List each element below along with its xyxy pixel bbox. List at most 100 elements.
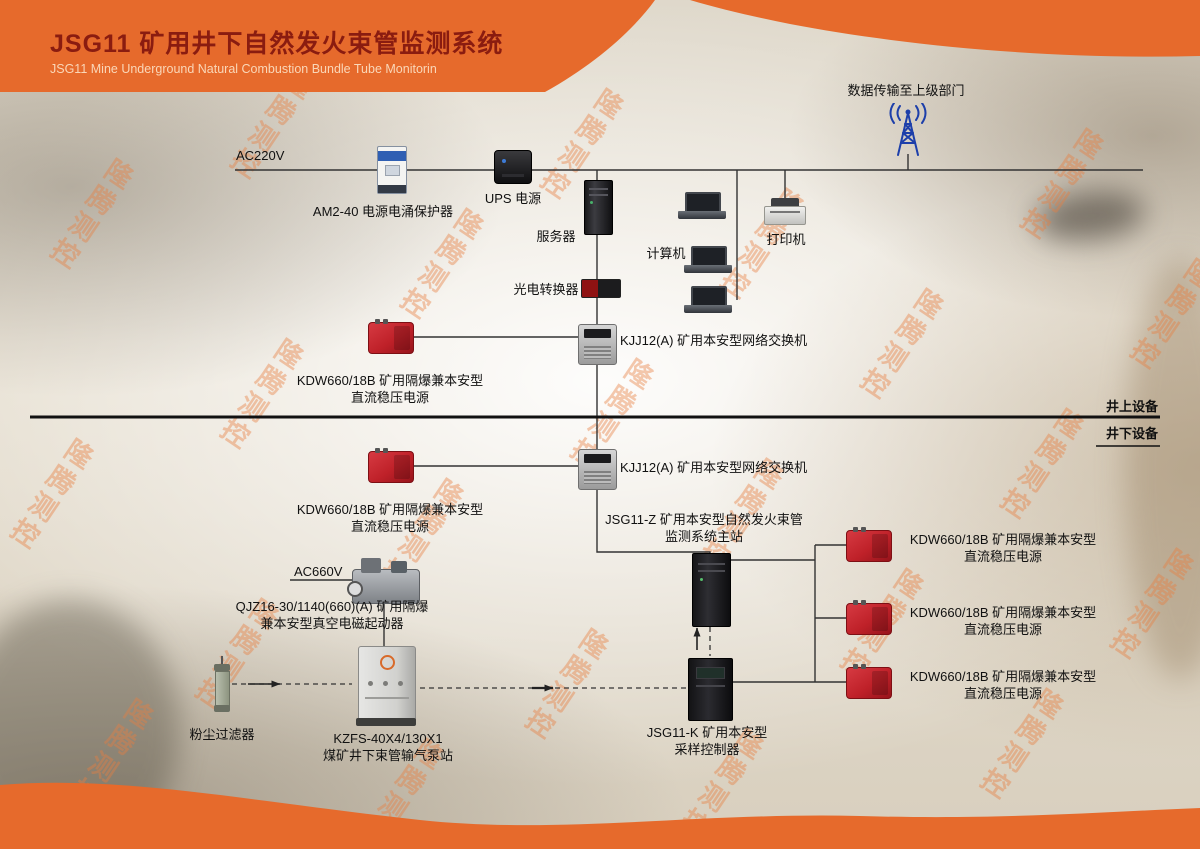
dust-filter-label: 粉尘过滤器: [189, 727, 255, 742]
kdw-underground-label: KDW660/18B 矿用隔爆兼本安型 直流稳压电源: [297, 501, 483, 535]
server-led: [590, 201, 593, 204]
kdw-power-supply-right-2: [846, 600, 892, 635]
pump-panel-line: [365, 697, 409, 699]
pump-dial: [368, 681, 373, 686]
ups-label: UPS 电源: [484, 191, 542, 206]
kdw-right1-label-line1: KDW660/18B 矿用隔爆兼本安型: [909, 532, 1097, 547]
main-station-label-line2: 监测系统主站: [664, 529, 744, 544]
page-title: JSG11 矿用井下自然发火束管监测系统: [50, 30, 504, 58]
kdw-panel: [394, 326, 410, 350]
switch-underground-label: KJJ12(A) 矿用本安型网络交换机: [620, 460, 808, 475]
main-station-device: [692, 553, 731, 627]
kdw-terminal: [853, 664, 858, 669]
kdw-terminal: [375, 448, 380, 453]
filter-cap-top: [214, 664, 230, 671]
kdw-power-supply-right-3: [846, 664, 892, 699]
starter-label-line1: QJZ16-30/1140(660)(A) 矿用隔爆: [235, 599, 429, 614]
kdw-right2-label-line2: 直流稳压电源: [963, 622, 1042, 637]
sampling-controller-device: [688, 658, 733, 721]
kdw-terminal: [375, 319, 380, 324]
sampler-screen: [696, 667, 725, 679]
kdw-terminal: [383, 319, 388, 324]
computer-label: 计算机: [646, 246, 686, 261]
station-panel-line: [698, 563, 725, 565]
computer-laptop-3: [684, 286, 732, 313]
kdw-right2-label: KDW660/18B 矿用隔爆兼本安型 直流稳压电源: [910, 604, 1096, 638]
kdw-terminal: [861, 527, 866, 532]
network-switch-surface-device: [578, 324, 617, 365]
ac220v-label: AC220V: [236, 148, 285, 163]
sampler-panel-line: [696, 685, 725, 687]
optical-converter-device: [581, 279, 621, 298]
kdw-right1-label-line2: 直流稳压电源: [963, 549, 1042, 564]
surge-base: [378, 185, 406, 193]
zone-underground-label: 井下设备: [1105, 426, 1158, 441]
pump-label-line2: 煤矿井下束管输气泵站: [322, 748, 454, 763]
sampler-label-line2: 采样控制器: [674, 742, 740, 757]
filter-stem: [221, 656, 223, 665]
surge-blue-band: [378, 151, 406, 161]
kdw-right3-label: KDW660/18B 矿用隔爆兼本安型 直流稳压电源: [910, 668, 1096, 702]
ups-device: [494, 150, 532, 184]
server-vent: [589, 194, 608, 196]
starter-label: QJZ16-30/1140(660)(A) 矿用隔爆 兼本安型真空电磁起动器: [236, 598, 429, 632]
laptop-keyboard: [684, 265, 732, 273]
sampler-label: JSG11-K 矿用本安型 采样控制器: [647, 724, 767, 758]
main-station-label: JSG11-Z 矿用本安型自然发火束管 监测系统主站: [605, 511, 803, 545]
computer-laptop-1: [678, 192, 726, 219]
ups-slot: [502, 174, 524, 177]
kdw-surface-label-line1: KDW660/18B 矿用隔爆兼本安型: [296, 373, 484, 388]
switch-grille: [584, 471, 611, 484]
kdw-panel: [872, 607, 888, 631]
filter-cap-bottom: [214, 705, 230, 712]
pump-base: [356, 718, 416, 726]
kdw-right2-label-line1: KDW660/18B 矿用隔爆兼本安型: [909, 605, 1097, 620]
kdw-terminal: [383, 448, 388, 453]
pump-dial: [398, 681, 403, 686]
starter-wheel: [347, 581, 363, 597]
page-subtitle: JSG11 Mine Underground Natural Combustio…: [50, 62, 437, 76]
antenna-icon: [889, 103, 927, 156]
kdw-power-supply-underground: [368, 448, 414, 483]
laptop-keyboard: [684, 305, 732, 313]
surge-protector-device: [377, 146, 407, 194]
zone-surface-label: 井上设备: [1105, 399, 1158, 414]
kdw-terminal: [853, 527, 858, 532]
server-vent: [589, 188, 608, 190]
kdw-power-supply-right-1: [846, 527, 892, 562]
surge-protector-label: AM2-40 电源电涌保护器: [312, 204, 454, 219]
uplink-label: 数据传输至上级部门: [847, 83, 965, 98]
starter-top-box: [391, 561, 407, 573]
kdw-surface-label-line2: 直流稳压电源: [350, 390, 429, 405]
server-tower-device: [584, 180, 613, 235]
printer-lid: [771, 198, 799, 207]
switch-display: [584, 454, 611, 463]
kdw-terminal: [861, 600, 866, 605]
server-label: 服务器: [536, 229, 576, 244]
kdw-right1-label: KDW660/18B 矿用隔爆兼本安型 直流稳压电源: [910, 531, 1096, 565]
kdw-underground-label-line2: 直流稳压电源: [350, 519, 429, 534]
station-panel-line: [698, 570, 725, 572]
kdw-right3-label-line2: 直流稳压电源: [963, 686, 1042, 701]
starter-label-line2: 兼本安型真空电磁起动器: [260, 616, 404, 631]
printer-body: [764, 206, 806, 225]
pump-dial: [383, 681, 388, 686]
printer-label: 打印机: [766, 232, 806, 247]
kdw-surface-label: KDW660/18B 矿用隔爆兼本安型 直流稳压电源: [297, 372, 483, 406]
starter-top-box: [361, 558, 381, 573]
switch-surface-label: KJJ12(A) 矿用本安型网络交换机: [620, 333, 808, 348]
printer-device: [764, 198, 806, 226]
kdw-terminal: [853, 600, 858, 605]
switch-grille: [584, 346, 611, 359]
pump-label: KZFS-40X4/130X1 煤矿井下束管输气泵站: [323, 730, 453, 764]
starter-body: [352, 569, 420, 604]
sampler-label-line1: JSG11-K 矿用本安型: [646, 725, 768, 740]
pump-station-device: [356, 646, 416, 726]
vacuum-starter-device: [347, 558, 420, 604]
pump-logo-ring: [380, 655, 395, 670]
kdw-underground-label-line1: KDW660/18B 矿用隔爆兼本安型: [296, 502, 484, 517]
ups-led: [502, 159, 506, 163]
